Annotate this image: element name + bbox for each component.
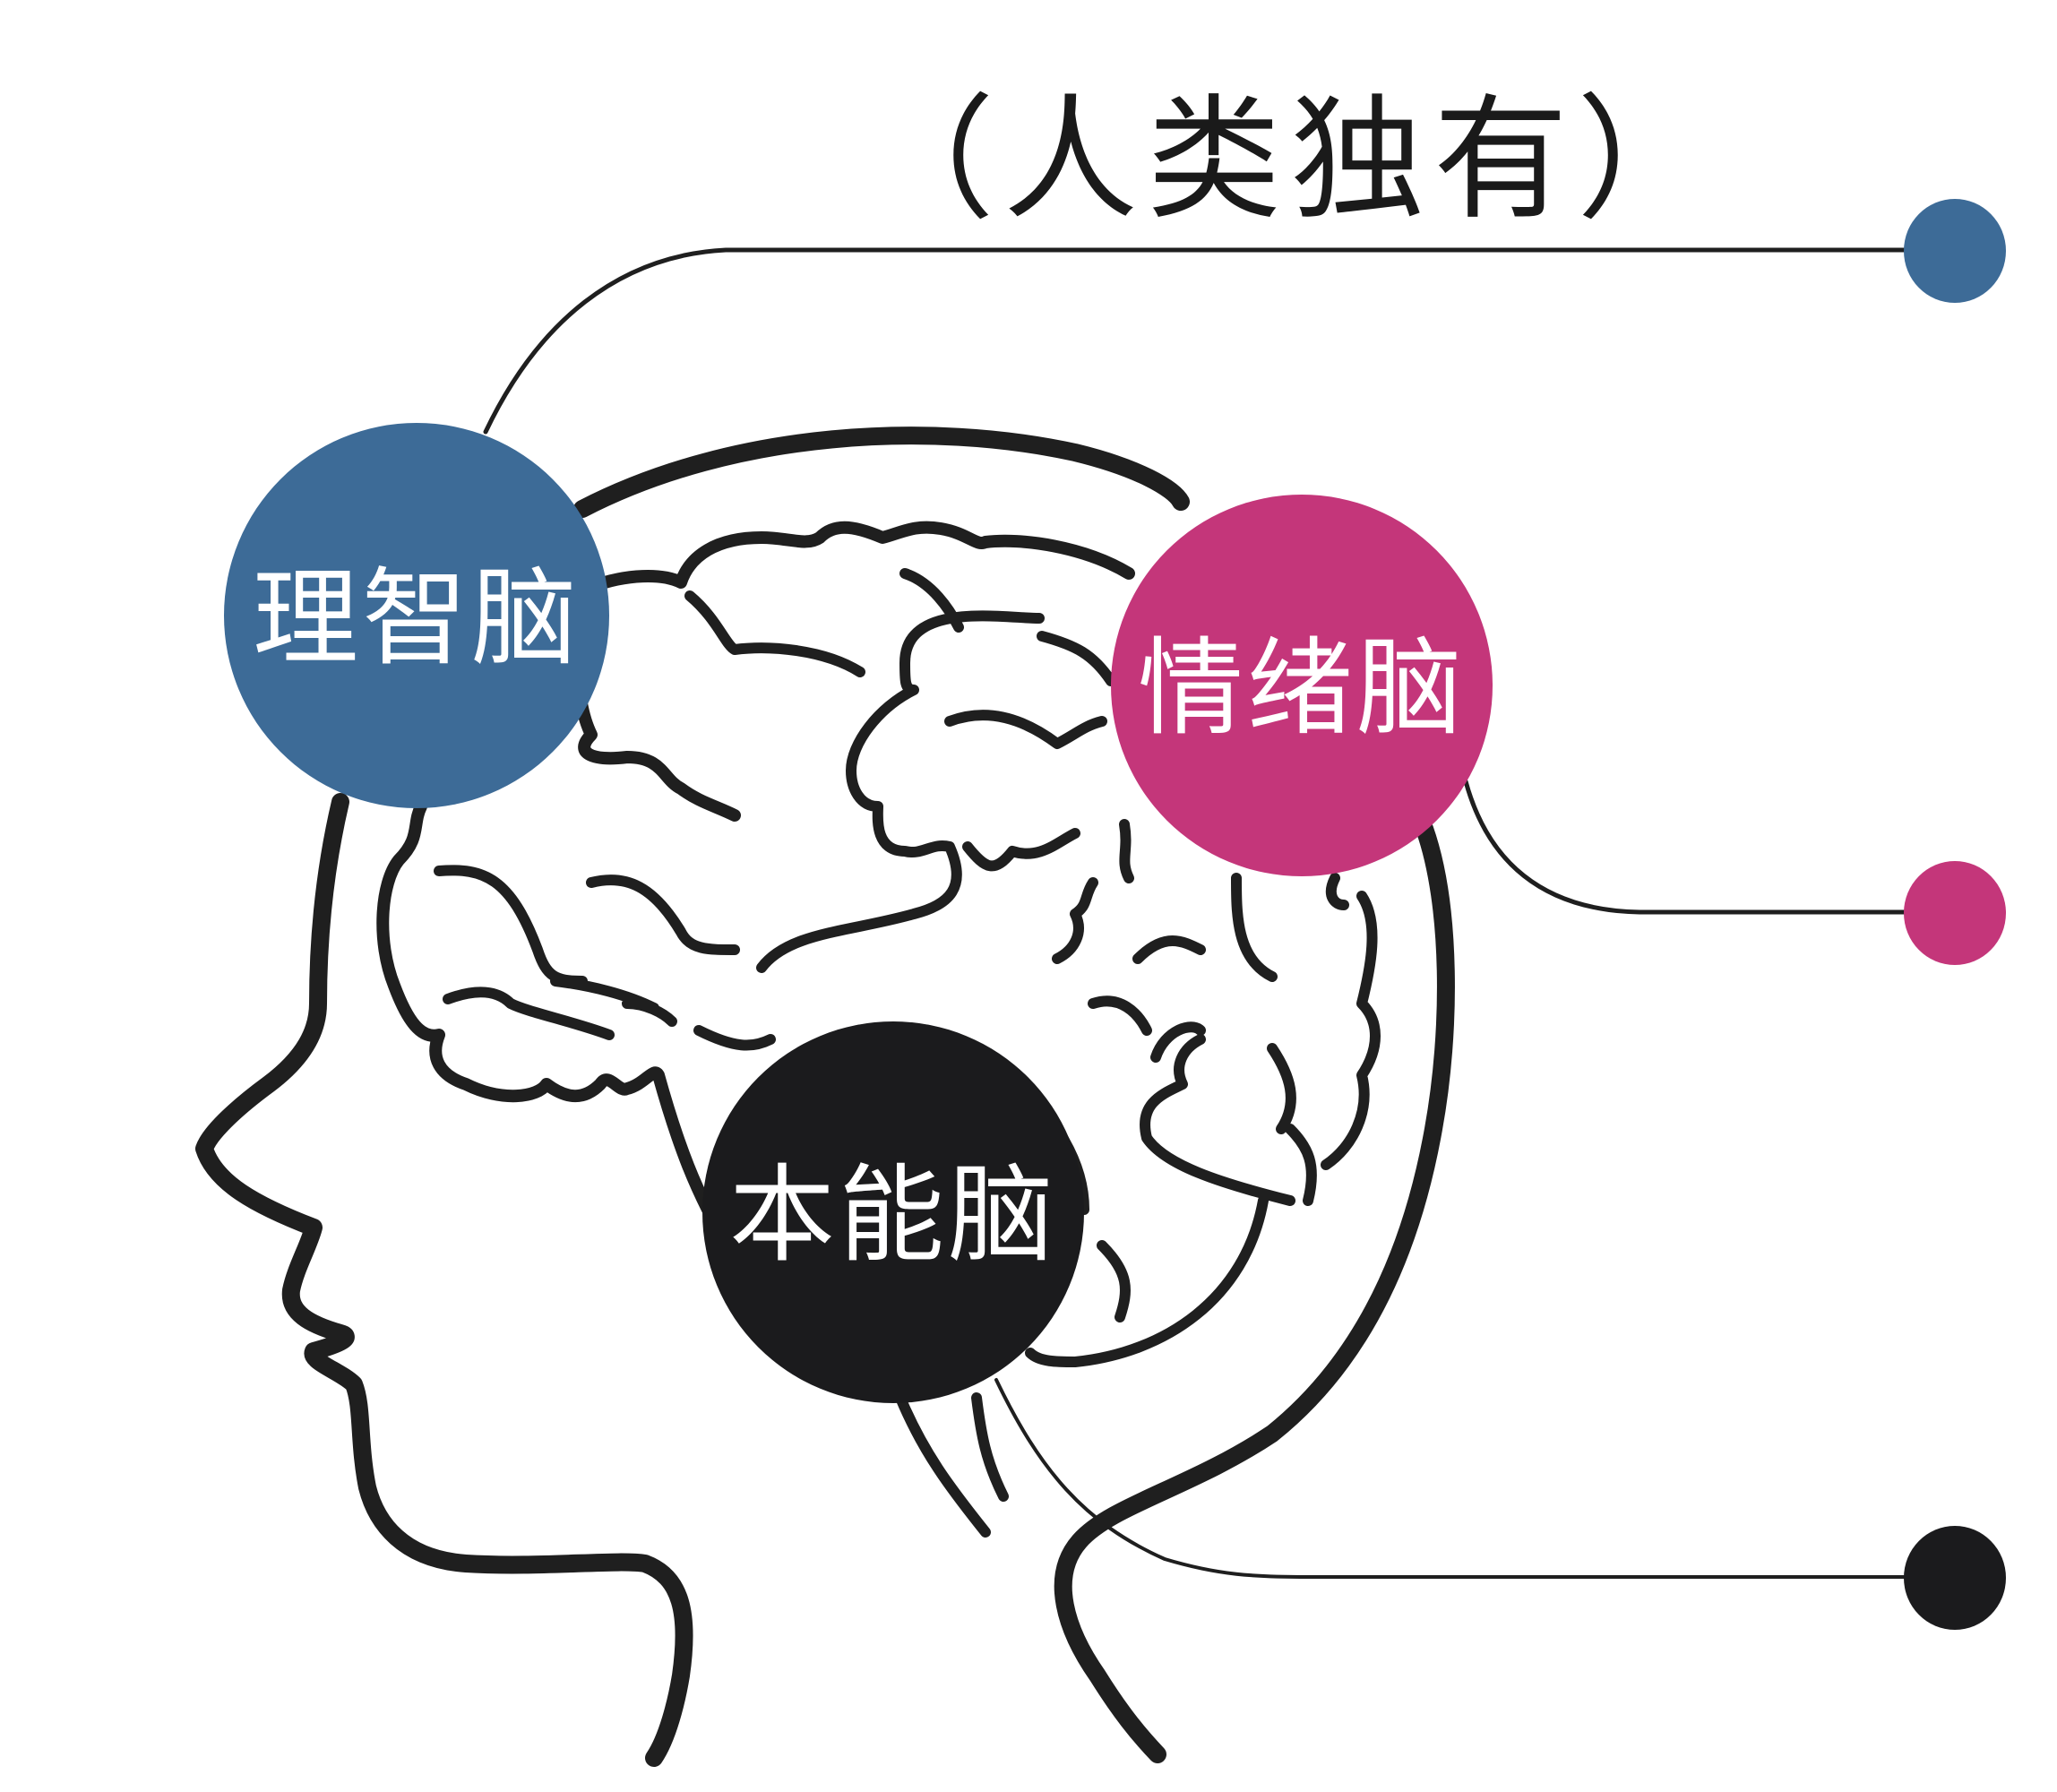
node-rational-label: 理智脑: [252, 556, 581, 680]
head-top-outline: [573, 426, 1190, 518]
brain-outline: [376, 521, 1135, 1216]
node-emotional-label: 情绪脑: [1137, 625, 1466, 750]
legend-dot-instinct: [1904, 1526, 2006, 1630]
title-human-unique: （人类独有）: [860, 82, 1721, 238]
legend-dot-emotional: [1904, 861, 2006, 965]
legend-dot-rational: [1904, 199, 2006, 303]
connector-emotional: [1463, 779, 1911, 915]
head-outline: [195, 793, 693, 1767]
node-rational-brain: 理智脑: [224, 423, 609, 808]
node-instinct-brain: 本能脑: [702, 1021, 1084, 1403]
node-instinct-label: 本能脑: [728, 1152, 1057, 1277]
connector-rational: [483, 247, 1911, 435]
head-back-outline: [1054, 820, 1455, 1763]
node-emotional-brain: 情绪脑: [1111, 495, 1493, 876]
brain-stem: [895, 1392, 1009, 1538]
connector-instinct: [994, 1378, 1910, 1579]
